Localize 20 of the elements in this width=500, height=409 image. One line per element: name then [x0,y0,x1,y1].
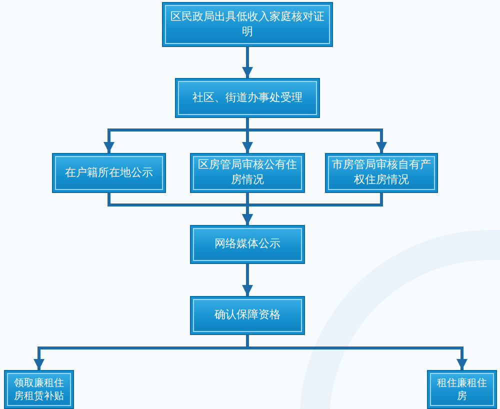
process-box [190,296,305,335]
process-box [190,153,305,193]
box-label: 租住廉租住房 [436,376,488,402]
process-box [162,2,333,47]
process-box [325,153,438,193]
box-label: 社区、街道办事处受理 [192,90,302,106]
process-box [4,370,74,409]
box-label: 在户籍所在地公示 [65,166,153,180]
box-label: 区民政局出具低收入家庭核对证明 [170,10,326,40]
process-box [52,153,166,193]
box-label: 市房管局审核自有产权住房情况 [332,158,431,188]
process-box [175,78,320,118]
box-label: 确认保障资格 [214,308,280,323]
box-label: 区房管局审核公有住房情况 [197,158,298,188]
process-box [190,225,305,264]
box-label: 领取廉租住房租赁补贴 [13,376,65,402]
process-box [427,370,497,409]
arrow [242,47,253,78]
arrow [242,264,253,296]
box-label: 网络媒体公示 [214,237,280,252]
